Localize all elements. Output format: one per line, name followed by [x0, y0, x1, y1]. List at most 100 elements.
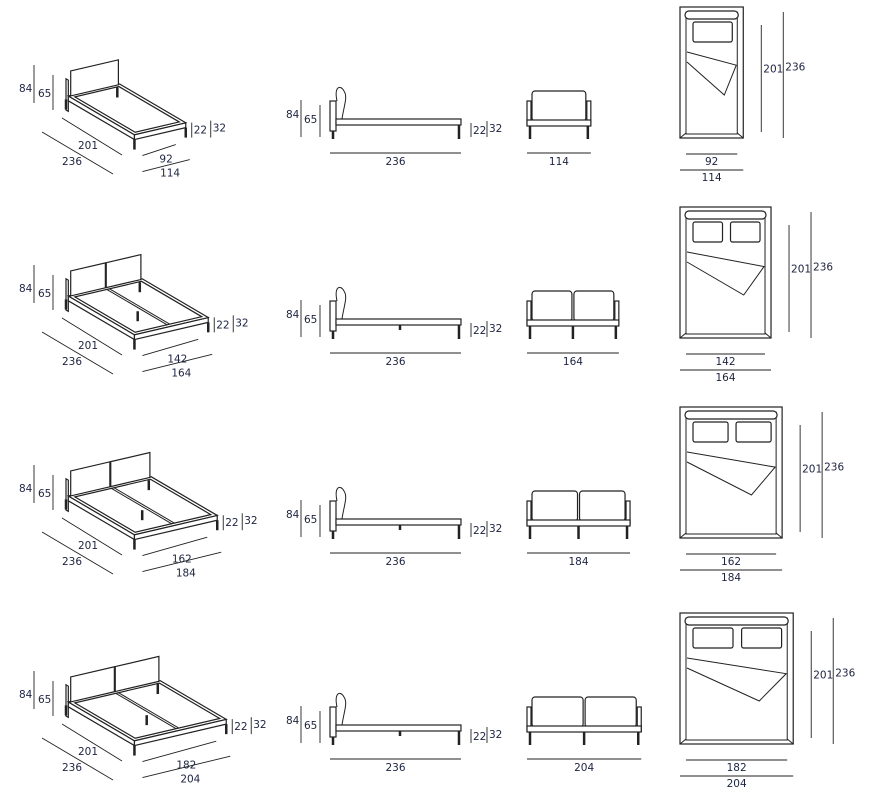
dim-label-length-inner: 201 — [78, 140, 98, 152]
center-rail — [115, 692, 177, 730]
headboard-cushion — [584, 696, 637, 728]
dim-label-length-outer: 236 — [62, 556, 82, 568]
dim-label-frame-height: 32 — [489, 123, 502, 135]
dim-label-length-outer: 236 — [835, 668, 855, 680]
frame-rail — [335, 518, 462, 526]
folded-sheet — [686, 657, 788, 702]
dim-label-length-outer: 236 — [824, 462, 844, 474]
dim-label-length-outer: 236 — [385, 556, 405, 568]
dim-label-length-inner: 201 — [78, 746, 98, 758]
center-rail — [106, 288, 168, 326]
headboard-cushion-profile — [335, 692, 347, 726]
dim-label-length-inner: 201 — [813, 670, 833, 682]
corner — [736, 132, 744, 139]
dim-label-length-inner: 201 — [802, 464, 822, 476]
headboard-cushion — [70, 666, 115, 703]
frame-rail — [526, 119, 592, 127]
dim-label-length-inner: 201 — [78, 540, 98, 552]
dim-label-width-outer: 184 — [568, 556, 588, 568]
pillow — [692, 421, 729, 443]
headboard-post — [329, 706, 337, 738]
dim-label-leg-height: 22 — [473, 731, 486, 743]
dim-label-leg-height: 22 — [216, 319, 229, 331]
dim-label-width-outer: 184 — [721, 572, 741, 584]
dim-label-frame-height: 32 — [489, 323, 502, 335]
dim-label-width-outer: 204 — [727, 778, 747, 790]
dim-label-length-inner: 201 — [791, 264, 811, 276]
headboard-cushion-profile — [335, 486, 347, 520]
center-rail — [118, 692, 180, 729]
folded-sheet — [686, 51, 737, 96]
dim-label-height-headboard: 65 — [38, 288, 51, 300]
frame-rail — [335, 724, 462, 732]
slat-area — [73, 280, 204, 333]
center-rail — [111, 487, 172, 525]
dim-label-leg-height: 22 — [225, 517, 238, 529]
dim-label-leg-height: 22 — [473, 325, 486, 337]
dim-label-width-inner: 162 — [721, 556, 741, 568]
dim-label-width-outer: 204 — [180, 774, 200, 786]
center-rail — [113, 487, 175, 524]
dim-label-length-outer: 236 — [385, 156, 405, 168]
corner — [786, 738, 794, 745]
dim-label-height-total: 84 — [19, 283, 33, 295]
dim-label-length-inner: 201 — [763, 64, 783, 76]
front-view: 204 — [526, 696, 642, 774]
dim-line-length-outer — [41, 531, 114, 575]
dim-line-length-inner — [61, 517, 123, 556]
headboard-cushion — [70, 461, 111, 497]
pillow — [692, 221, 724, 243]
dim-line-width-inner — [142, 740, 217, 762]
dim-line-length-inner — [61, 723, 123, 762]
dim-label-frame-height: 32 — [253, 719, 266, 731]
dim-label-width-outer: 114 — [549, 156, 569, 168]
folded-sheet — [686, 251, 765, 296]
corner — [679, 132, 687, 139]
dim-label-width-outer: 184 — [176, 568, 196, 580]
pillow — [735, 421, 772, 443]
dim-label-leg-height: 22 — [473, 525, 486, 537]
headboard-post — [329, 500, 337, 532]
headboard-cushion-profile — [335, 86, 347, 120]
headboard — [684, 10, 739, 20]
headboard-cushion — [70, 59, 120, 97]
pillow — [692, 21, 733, 43]
headboard-cushion — [531, 290, 573, 322]
dim-label-leg-height: 22 — [194, 125, 207, 137]
dim-label-height-headboard: 65 — [304, 114, 317, 126]
headboard-cushion — [531, 696, 584, 728]
frame-rail — [335, 118, 462, 126]
frame-rail — [335, 318, 462, 326]
front-view: 114 — [526, 90, 592, 168]
frame-rail — [526, 519, 631, 527]
dim-label-width-outer: 164 — [715, 372, 735, 384]
front-view: 164 — [526, 290, 620, 368]
dim-label-height-headboard: 65 — [304, 314, 317, 326]
dim-label-length-inner: 201 — [78, 340, 98, 352]
center-rail — [109, 288, 171, 325]
dim-label-width-inner: 92 — [159, 154, 172, 166]
corner — [775, 532, 783, 539]
dim-label-frame-height: 32 — [235, 317, 248, 329]
headboard-cushion — [70, 262, 106, 297]
dim-label-width-inner: 92 — [705, 156, 718, 168]
front-view: 184 — [526, 490, 631, 568]
slat-area — [73, 85, 181, 133]
headboard-post — [329, 100, 337, 132]
slat-area — [73, 682, 222, 739]
dim-label-width-outer: 204 — [574, 762, 594, 774]
pillow — [692, 627, 734, 649]
corner — [764, 332, 772, 339]
headboard-cushion — [531, 490, 579, 522]
dim-label-height-total: 84 — [19, 689, 33, 701]
